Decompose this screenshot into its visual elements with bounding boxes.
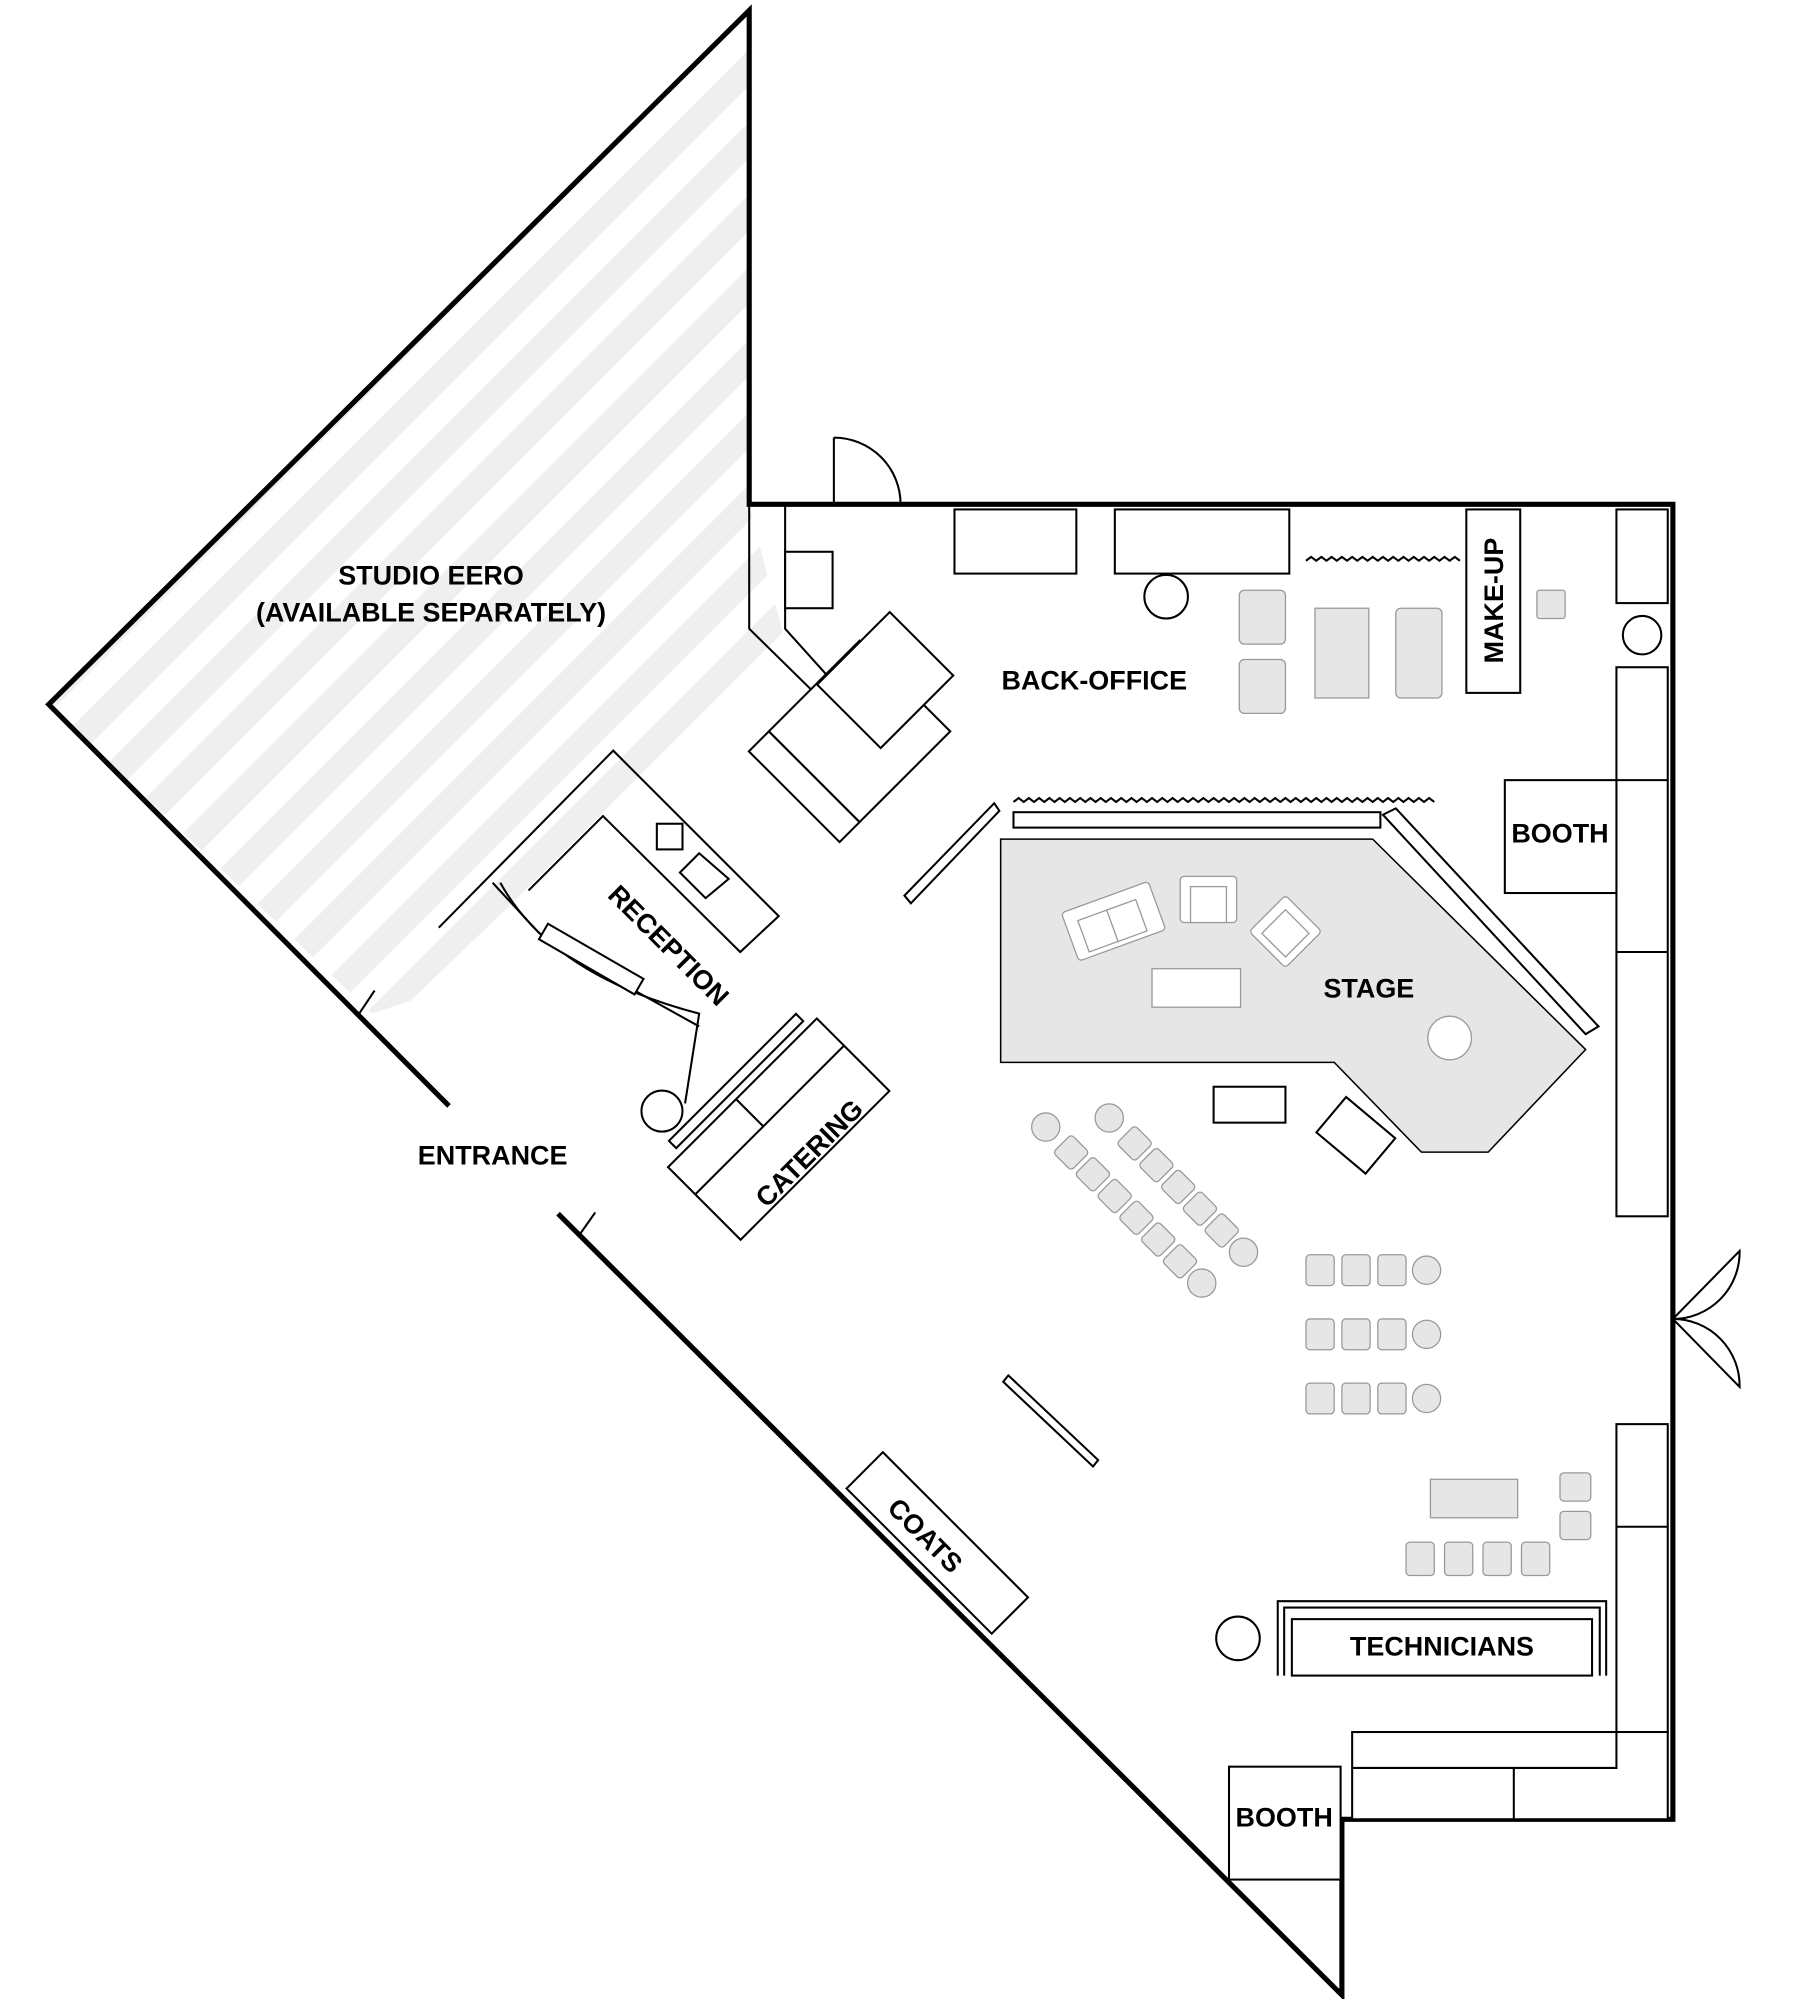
label-reception: RECEPTION bbox=[602, 879, 734, 1011]
label-booth-top: BOOTH bbox=[1511, 818, 1608, 848]
booth-bottom bbox=[1227, 1765, 1342, 1881]
catering-area bbox=[666, 1012, 891, 1242]
label-make-up: MAKE-UP bbox=[1479, 538, 1509, 664]
label-back-office: BACK-OFFICE bbox=[1002, 666, 1188, 696]
booth-top bbox=[1503, 779, 1618, 895]
label-entrance: ENTRANCE bbox=[418, 1140, 568, 1170]
label-studio-eero-note: (AVAILABLE SEPARATELY) bbox=[256, 598, 606, 628]
door-right bbox=[1672, 1248, 1741, 1390]
partition bbox=[1001, 1373, 1100, 1468]
reception-area bbox=[438, 749, 781, 1133]
audience-seating-grid bbox=[1305, 1254, 1442, 1415]
label-booth-bottom: BOOTH bbox=[1236, 1802, 1333, 1832]
technicians-area bbox=[1215, 1472, 1608, 1677]
label-stage: STAGE bbox=[1323, 974, 1414, 1004]
coats-closet bbox=[845, 1450, 1030, 1636]
right-wall-cabinets bbox=[1351, 666, 1669, 1821]
label-technicians: TECHNICIANS bbox=[1350, 1632, 1534, 1662]
stage-area bbox=[903, 796, 1601, 1153]
back-office-furniture bbox=[747, 504, 1669, 844]
outer-walls bbox=[45, 4, 1676, 1999]
door-top bbox=[832, 436, 902, 505]
studio-eero-area bbox=[48, 10, 786, 1014]
table bbox=[1314, 1095, 1397, 1176]
label-studio-eero: STUDIO EERO bbox=[338, 561, 524, 591]
audience-seating-diagonal bbox=[1030, 1103, 1259, 1298]
table bbox=[1212, 1085, 1287, 1124]
